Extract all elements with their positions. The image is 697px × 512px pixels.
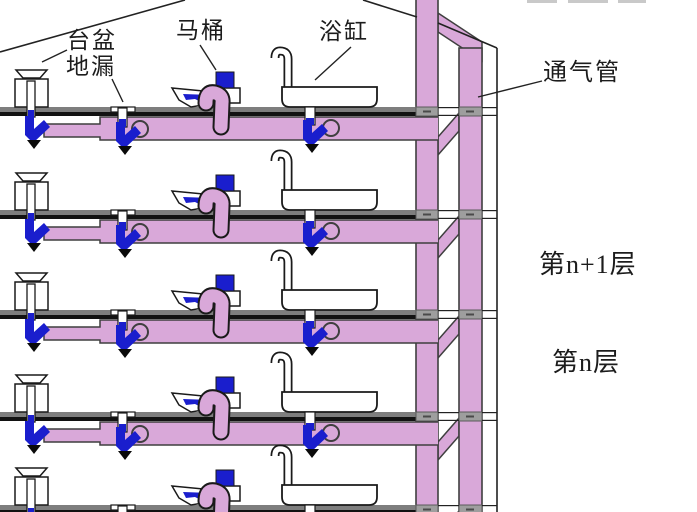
leader-lines [41, 44, 543, 103]
leader-washbasin [41, 49, 68, 63]
label-bathtub: 浴缸 [319, 19, 369, 44]
leader-floor-drain [111, 78, 124, 103]
vent-connector-f1 [437, 112, 460, 156]
leader-vent-pipe [477, 80, 543, 98]
slab-5 [0, 504, 498, 512]
slab-2 [0, 209, 498, 220]
floor-unit-5 [15, 449, 438, 512]
leader-toilet [199, 44, 217, 71]
floor-unit-4 [15, 356, 438, 460]
label-floor-n: 第n层 [552, 348, 621, 377]
label-washbasin: 台盆 [67, 28, 117, 53]
label-floor-drain: 地漏 [66, 54, 116, 79]
leader-bathtub [314, 46, 352, 81]
slab-4 [0, 411, 498, 422]
vent-connector-f3 [437, 315, 460, 359]
label-vent-pipe: 通气管 [543, 60, 621, 86]
vent-connector-f2 [437, 215, 460, 259]
label-floor-n-plus-1: 第n+1层 [539, 250, 637, 279]
label-toilet: 马桶 [176, 18, 226, 43]
vent-pipe [458, 47, 483, 512]
floor-unit-3 [15, 254, 438, 358]
floor-unit-2 [15, 154, 438, 258]
roof-line-right-b [437, 22, 498, 49]
slab-3 [0, 309, 498, 320]
slab-1 [0, 106, 498, 117]
vent-connector-f4 [437, 417, 460, 461]
roof-line-left [0, 0, 186, 53]
building-outline [0, 0, 498, 512]
roof-line-right-a [362, 0, 418, 18]
cropped-text-artifact [527, 0, 646, 3]
